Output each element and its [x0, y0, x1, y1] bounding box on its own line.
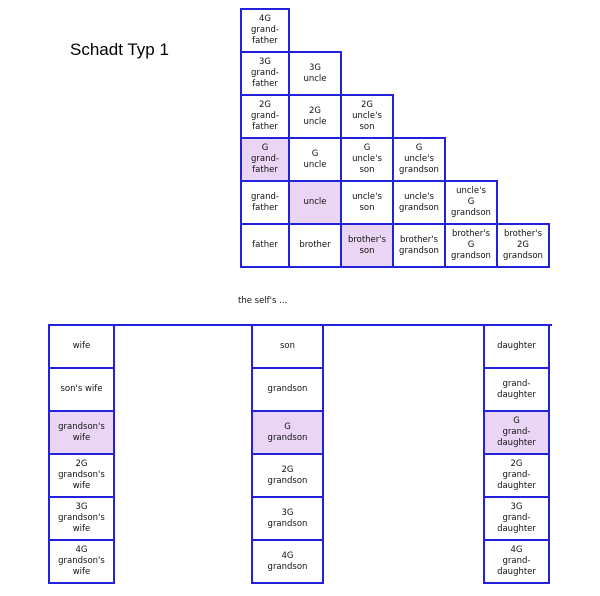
ancestor-cell: G uncle: [288, 137, 342, 182]
ancestor-cell: G grand- father: [240, 137, 290, 182]
ancestor-cell: brother's 2G grandson: [496, 223, 550, 268]
son-line-cell: son: [251, 324, 324, 369]
ancestor-cell: 4G grand- father: [240, 8, 290, 53]
wife-line-cell: wife: [48, 324, 115, 369]
ancestor-row: 4G grand- father: [240, 8, 552, 53]
ancestor-cell: uncle: [288, 180, 342, 225]
spacer-left: [113, 410, 253, 455]
ancestor-cell: 2G grand- father: [240, 94, 290, 139]
spacer-left: [113, 453, 253, 498]
ancestor-cell: uncle's son: [340, 180, 394, 225]
descendant-row: wife son daughter: [48, 324, 552, 369]
spacer-left: [113, 367, 253, 412]
ancestor-cell: uncle's grandson: [392, 180, 446, 225]
ancestor-cell: brother's grandson: [392, 223, 446, 268]
ancestor-cell: brother's G grandson: [444, 223, 498, 268]
page-title: Schadt Typ 1: [70, 40, 169, 59]
ancestor-cell: father: [240, 223, 290, 268]
daughter-line-cell: 3G grand- daughter: [483, 496, 550, 541]
descendant-row: 3G grandson's wife 3G grandson 3G grand- d…: [48, 496, 552, 541]
ancestor-cell: uncle's G grandson: [444, 180, 498, 225]
descendant-row: 4G grandson's wife 4G grandson 4G grand- d…: [48, 539, 552, 584]
wife-line-cell: son's wife: [48, 367, 115, 412]
son-line-cell: G grandson: [251, 410, 324, 455]
son-line-cell: 4G grandson: [251, 539, 324, 584]
spacer-right: [322, 367, 485, 412]
self-caption: the self's ...: [238, 296, 288, 306]
ancestor-cell: brother: [288, 223, 342, 268]
spacer-right: [322, 324, 485, 369]
daughter-line-cell: G grand- daughter: [483, 410, 550, 455]
spacer-right: [322, 539, 485, 584]
ancestor-cell: 3G uncle: [288, 51, 342, 96]
ancestor-cell: 2G uncle: [288, 94, 342, 139]
spacer-left: [113, 539, 253, 584]
ancestor-cell: G uncle's grandson: [392, 137, 446, 182]
spacer-left: [113, 324, 253, 369]
descendant-row: 2G grandson's wife 2G grandson 2G grand- d…: [48, 453, 552, 498]
son-line-cell: grandson: [251, 367, 324, 412]
wife-line-cell: 3G grandson's wife: [48, 496, 115, 541]
ancestor-cell: brother's son: [340, 223, 394, 268]
descendant-row: son's wife grandson grand- daughter: [48, 367, 552, 412]
spacer-right: [322, 410, 485, 455]
spacer-right: [322, 453, 485, 498]
spacer-left: [113, 496, 253, 541]
descendant-row: grandson's wife G grandson G grand- daught…: [48, 410, 552, 455]
daughter-line-cell: grand- daughter: [483, 367, 550, 412]
wife-line-cell: grandson's wife: [48, 410, 115, 455]
ancestor-cell: 3G grand- father: [240, 51, 290, 96]
spacer-right: [322, 496, 485, 541]
daughter-line-cell: 4G grand- daughter: [483, 539, 550, 584]
daughter-line-cell: 2G grand- daughter: [483, 453, 550, 498]
daughter-line-cell: daughter: [483, 324, 550, 369]
ancestor-cell: 2G uncle's son: [340, 94, 394, 139]
ancestor-cell: grand- father: [240, 180, 290, 225]
ancestor-cell: G uncle's son: [340, 137, 394, 182]
son-line-cell: 3G grandson: [251, 496, 324, 541]
son-line-cell: 2G grandson: [251, 453, 324, 498]
descendant-table: wife son daughter son's wife grandson grand- …: [48, 324, 552, 586]
wife-line-cell: 4G grandson's wife: [48, 539, 115, 584]
wife-line-cell: 2G grandson's wife: [48, 453, 115, 498]
